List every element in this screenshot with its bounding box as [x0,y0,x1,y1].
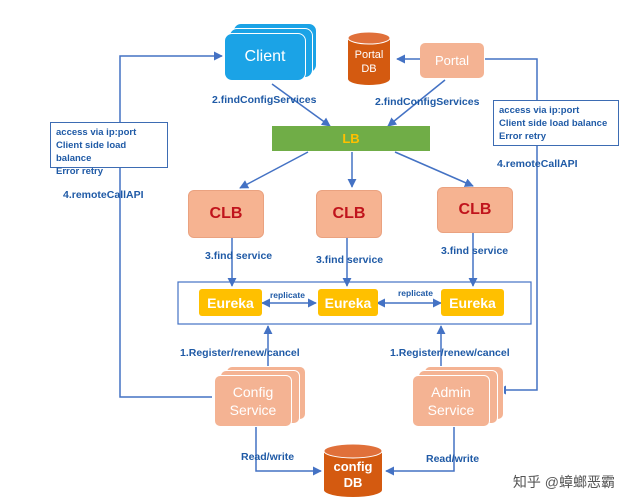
edge-portal-lb [387,79,446,127]
clb-label-2: CLB [332,205,366,222]
clb-node-2: CLB [316,190,382,238]
config-service-node: Config Service [214,375,292,427]
note-left-line2: Client side load balance [56,140,127,164]
portal-node: Portal [420,43,484,78]
label-register-right: 1.Register/renew/cancel [390,347,510,359]
edge-config-client [119,51,223,398]
label-remote-call-left: 4.remoteCallAPI [63,189,144,201]
label-find-config-left: 2.findConfigServices [212,94,317,106]
edge-lb-clb1 [239,151,309,189]
label-replicate-2: replicate [398,288,433,298]
clb-label-1: CLB [209,205,243,222]
lb-node: LB [272,126,430,151]
portal-db-line2: DB [361,63,377,75]
note-right: access via ip:port Client side load bala… [493,100,619,146]
label-find-service-1: 3.find service [205,250,273,262]
eureka-label-2: Eureka [324,294,372,311]
eureka-node-3: Eureka [441,289,504,316]
config-db-line2: DB [343,475,363,490]
note-right-line3: Error retry [499,131,546,142]
admin-service-line2: Service [427,402,475,418]
label-find-service-2: 3.find service [316,254,384,266]
portal-label: Portal [435,53,469,68]
config-service-line1: Config [232,384,274,400]
eureka-node-1: Eureka [199,289,262,316]
label-remote-call-right: 4.remoteCallAPI [497,158,578,170]
portal-db-label: Portal DB [348,46,390,78]
config-db-cylinder [323,443,383,497]
config-db-label: config DB [324,456,382,494]
edge-client-lb [271,83,331,127]
watermark-text: 知乎 @蟑螂恶霸 [512,474,615,490]
admin-service-node: Admin Service [412,375,490,427]
config-service-line2: Service [229,402,277,418]
label-replicate-1: replicate [270,290,305,300]
label-read-write-right: Read/write [426,453,480,465]
portal-db-line1: Portal [354,49,384,61]
config-db-line1: config [333,459,373,474]
label-find-config-right: 2.findConfigServices [375,96,480,108]
lb-label: LB [342,131,360,146]
edge-portal-admin [485,58,538,395]
edge-config-db [255,424,322,476]
eureka-cluster-frame [177,281,532,325]
clb-node-3: CLB [437,187,513,233]
eureka-label-3: Eureka [449,294,496,311]
eureka-node-2: Eureka [318,289,378,316]
label-find-service-3: 3.find service [441,245,509,257]
label-register-left: 1.Register/renew/cancel [180,347,300,359]
note-left: access via ip:port Client side load bala… [50,122,168,177]
clb-node-1: CLB [188,190,264,238]
client-label: Client [244,48,286,65]
edge-admin-db [385,424,455,476]
note-right-line1: access via ip:port [499,105,580,116]
note-left-line3: Error retry [56,166,103,177]
admin-service-line1: Admin [431,384,471,400]
client-node: Client [224,33,306,81]
note-left-line1: access via ip:port [56,127,137,138]
edge-lb-clb3 [394,151,474,187]
portal-db-cylinder [347,31,391,85]
label-read-write-left: Read/write [241,451,295,463]
note-right-line2: Client side load balance [499,118,608,129]
eureka-label-1: Eureka [207,294,254,311]
clb-label-3: CLB [458,201,492,218]
